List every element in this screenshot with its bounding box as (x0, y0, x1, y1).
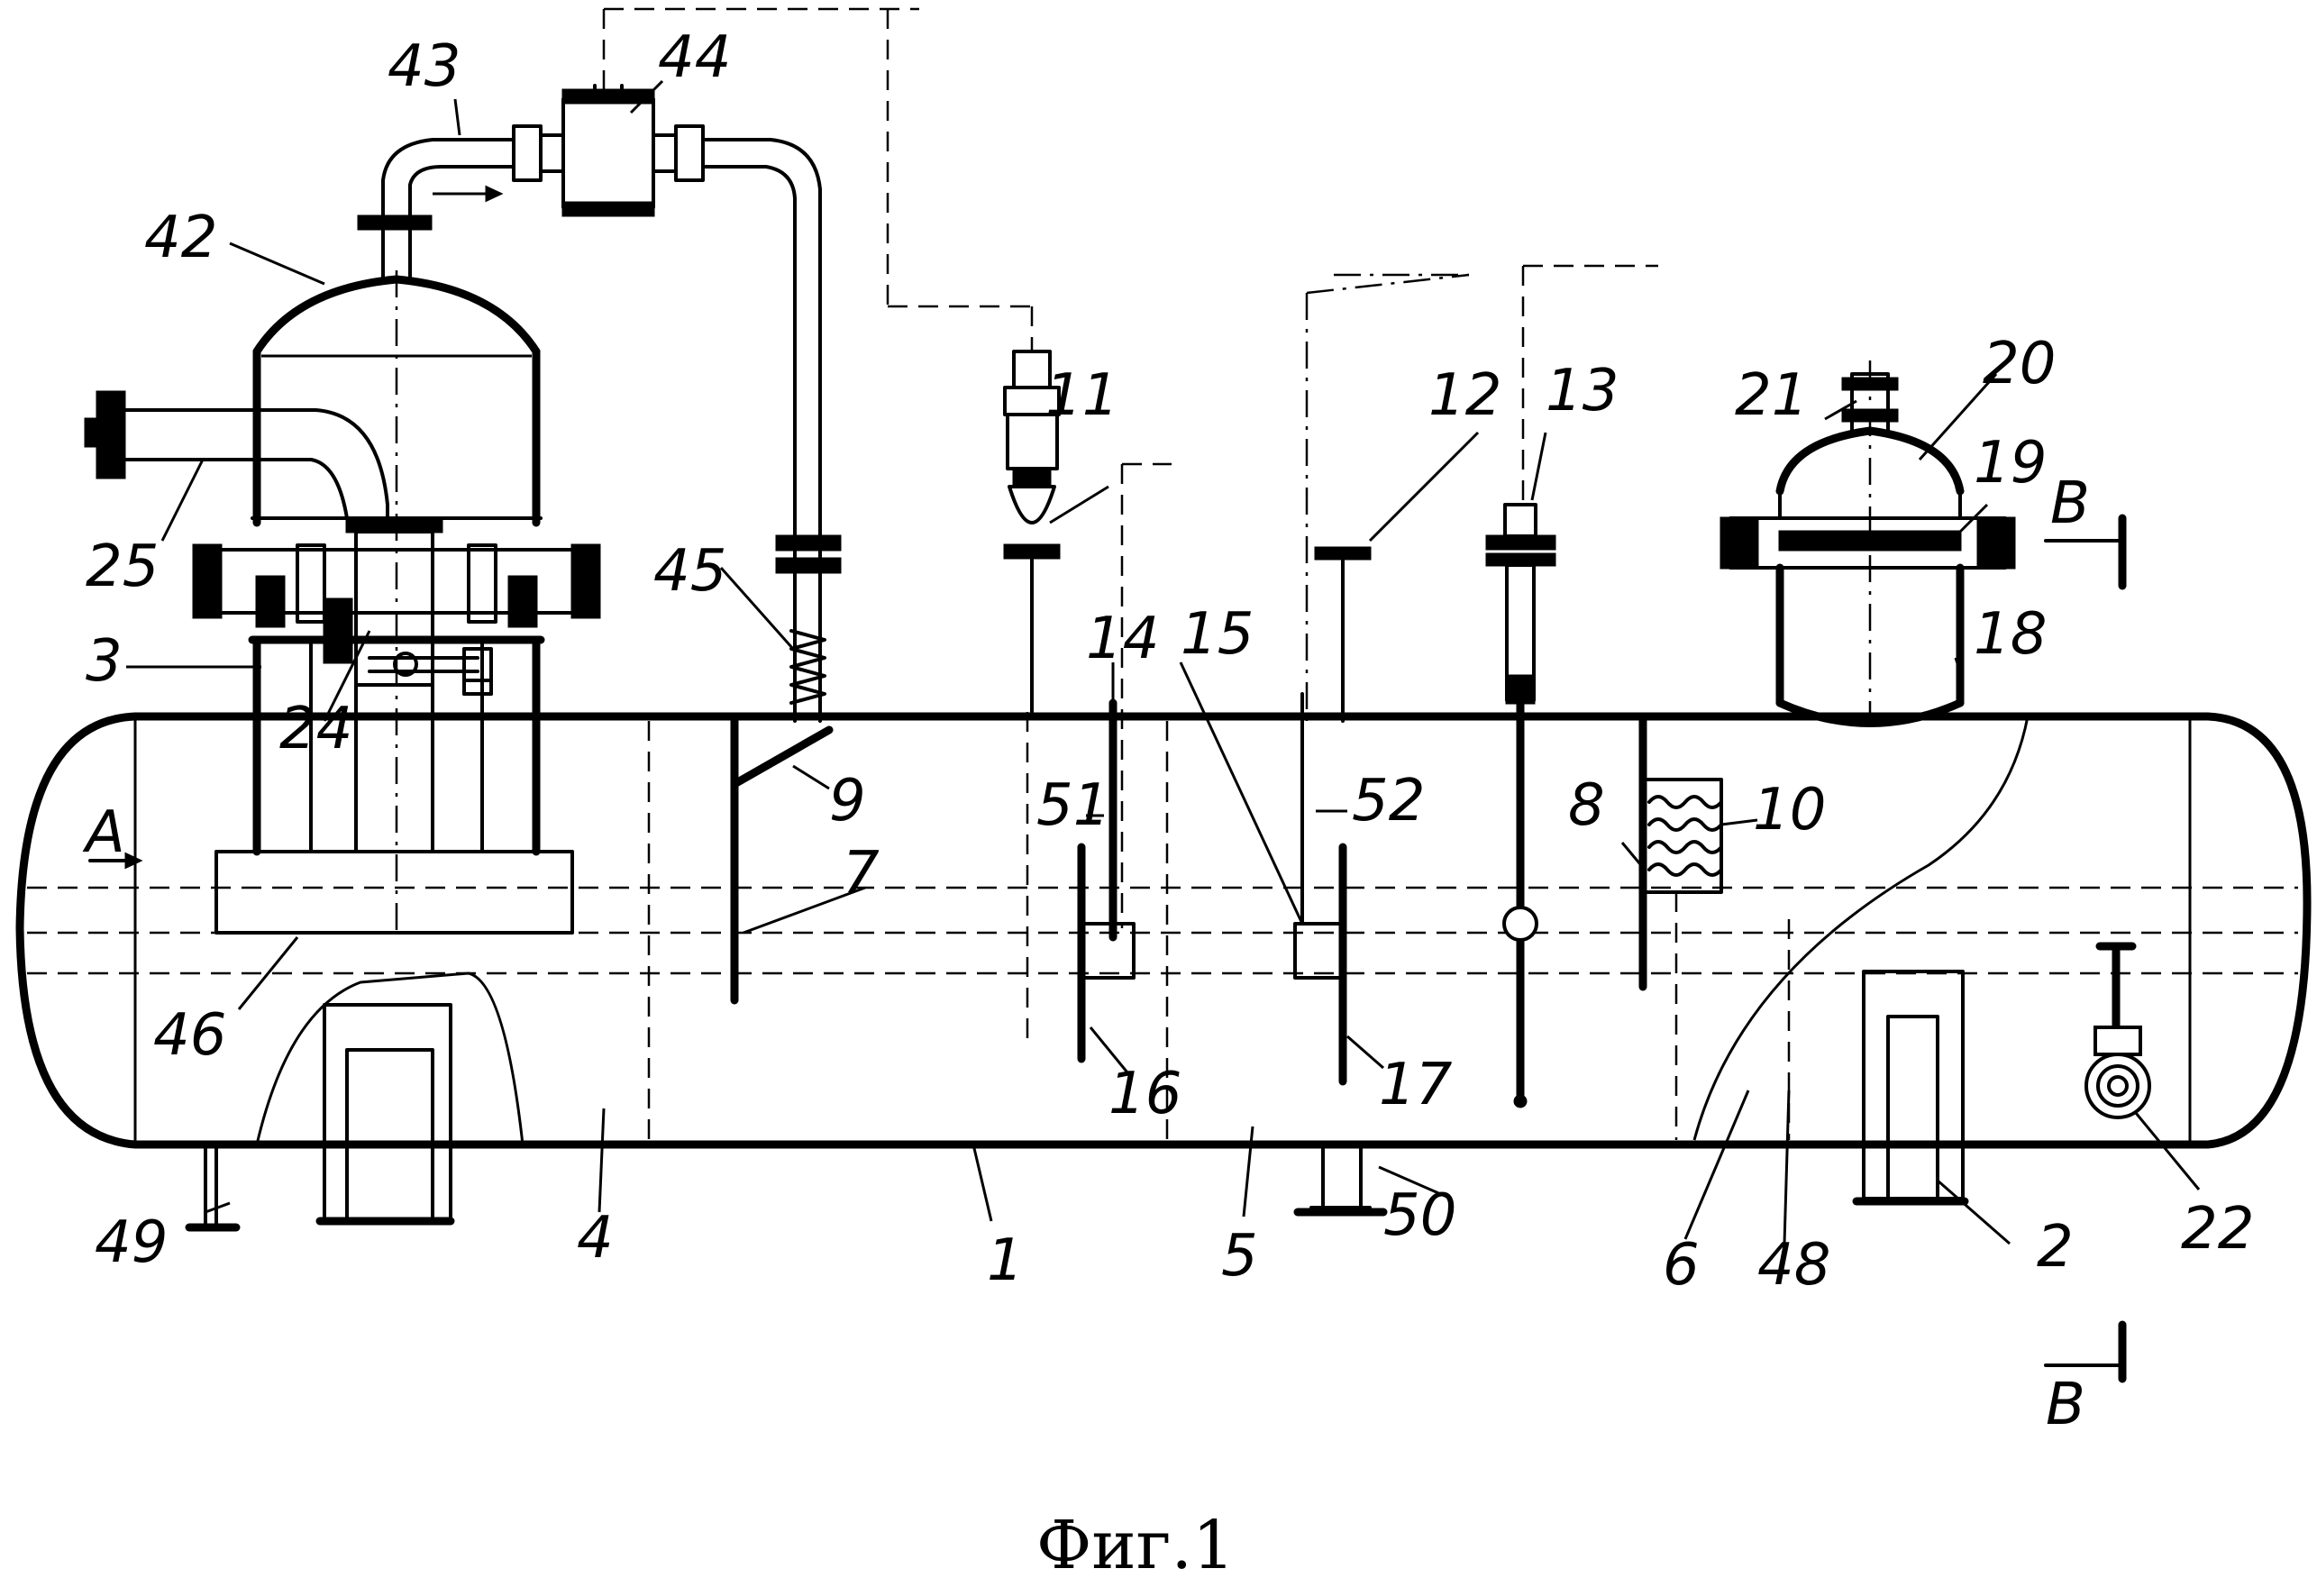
baffle-8-filter-10 (1638, 712, 1723, 991)
label-1: 1 (987, 1227, 1024, 1294)
label-50: 50 (1383, 1182, 1456, 1249)
valve-22 (2084, 942, 2151, 1119)
label-7: 7 (843, 840, 880, 907)
bottom-nozzle-49 (185, 1143, 241, 1232)
label-49: 49 (95, 1209, 168, 1276)
instrument-13 (1485, 503, 1556, 1108)
label-46: 46 (153, 1002, 226, 1069)
label-b-top: B (2050, 470, 2090, 537)
label-6: 6 (1663, 1232, 1700, 1299)
label-4: 4 (577, 1205, 614, 1272)
baffle-17 (1293, 719, 1347, 1086)
label-25: 25 (86, 534, 159, 600)
label-2: 2 (2037, 1214, 2074, 1281)
labels: 42 43 44 25 3 24 45 9 7 46 A 49 4 1 5 50… (82, 24, 2254, 1438)
label-8: 8 (1568, 772, 1605, 839)
label-b-bottom: B (2046, 1372, 2085, 1438)
bottom-nozzle-50 (1293, 1143, 1388, 1217)
leader-lines (126, 79, 2201, 1245)
figure-caption: Фиг.1 (1036, 1507, 1235, 1584)
label-a: A (82, 799, 125, 866)
baffle-16 (1077, 698, 1136, 1063)
label-42: 42 (144, 205, 217, 271)
label-17: 17 (1379, 1052, 1453, 1118)
label-12: 12 (1428, 362, 1501, 429)
right-saddle (1852, 970, 1969, 1206)
label-22: 22 (2181, 1196, 2254, 1263)
label-48: 48 (1757, 1232, 1830, 1299)
label-16: 16 (1108, 1061, 1181, 1127)
left-saddle (255, 971, 525, 1226)
section-arrows (88, 514, 2127, 1383)
label-21: 21 (1735, 362, 1808, 429)
baffle-7-9 (730, 716, 834, 1005)
label-52: 52 (1352, 768, 1425, 834)
right-dome-18 (1720, 360, 2016, 727)
label-13: 13 (1546, 358, 1619, 424)
control-lines (602, 7, 1658, 1045)
label-14: 14 (1086, 606, 1159, 672)
label-15: 15 (1181, 601, 1254, 668)
label-20: 20 (1983, 331, 2056, 397)
label-11: 11 (1045, 362, 1118, 429)
label-3: 3 (86, 628, 123, 695)
label-18: 18 (1974, 601, 2047, 668)
label-10: 10 (1753, 777, 1826, 844)
label-5: 5 (1221, 1223, 1258, 1290)
instrument-12 (1300, 546, 1372, 723)
label-9: 9 (829, 768, 866, 834)
inlet-separator-column (84, 270, 601, 937)
label-44: 44 (658, 24, 731, 91)
label-19: 19 (1974, 430, 2047, 497)
gas-outlet-pipe-43 (357, 84, 842, 723)
label-24: 24 (279, 696, 352, 762)
level-controller-11 (1003, 350, 1061, 718)
label-43: 43 (388, 33, 461, 100)
label-51: 51 (1036, 772, 1109, 839)
label-45: 45 (653, 538, 726, 605)
